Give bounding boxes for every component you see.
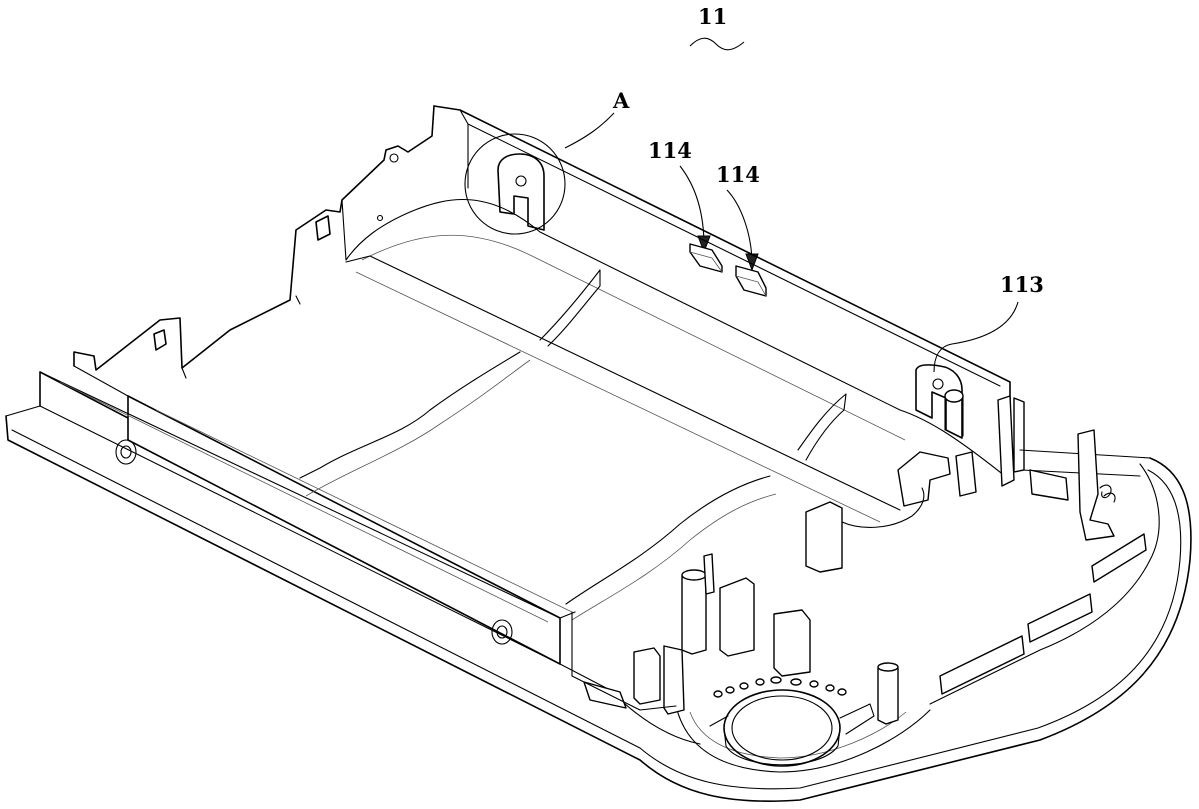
- corner-small-posts: [955, 451, 977, 497]
- far-wall-ledge: [361, 234, 906, 441]
- left-rear-wall-lower: [73, 199, 411, 397]
- left-rear-wall-hole: [389, 153, 399, 163]
- left-side-wall: [39, 371, 561, 665]
- front-rim: [675, 705, 931, 773]
- label-clip-114-right: 114: [716, 162, 760, 187]
- front-left-edge: [571, 611, 677, 711]
- divider-curve: [841, 487, 925, 528]
- left-wall-inner: [59, 381, 549, 623]
- screw-hole-left: [115, 439, 137, 465]
- screw-hole-right: [491, 619, 513, 645]
- round-opening: [723, 689, 841, 767]
- floor-rib-4b: [571, 493, 777, 621]
- post-left-tall-top: [681, 569, 707, 581]
- clip-114-left-arrowhead: [697, 235, 711, 254]
- front-block-2: [773, 609, 811, 677]
- detail-a-leader: [564, 112, 615, 149]
- front-left-clip: [633, 647, 661, 705]
- far-wall-inner-top: [459, 109, 1001, 387]
- front-block-1: [719, 577, 755, 657]
- hinge-tab-a: [497, 153, 545, 231]
- grip-block-2: [1027, 593, 1093, 643]
- post-left-tall: [681, 571, 707, 655]
- far-wall: [433, 105, 1011, 401]
- label-part-11: 11: [698, 4, 727, 29]
- boss-113-leader: [933, 301, 1019, 373]
- clip-114-right: [735, 265, 767, 297]
- grip-block-3: [939, 635, 1025, 695]
- housing-base-outer: [5, 415, 1192, 802]
- right-rail-block-1: [1029, 469, 1069, 501]
- left-rear-wall-pin: [376, 214, 384, 222]
- right-rim-inner: [929, 463, 1160, 705]
- clip-114-left-leader: [679, 165, 705, 247]
- floor-rib-1: [345, 255, 901, 511]
- floor-rib-2b: [305, 359, 531, 497]
- housing-base-inner-edge: [11, 429, 1182, 790]
- floor-rib-2: [299, 351, 521, 479]
- front-left-block: [663, 645, 685, 715]
- right-spring: [1099, 484, 1116, 503]
- floor-rib-3: [539, 269, 601, 347]
- grip-block-1: [1091, 533, 1147, 583]
- housing-base-top-edge: [5, 405, 701, 745]
- right-latch: [1077, 429, 1115, 541]
- floor-rib-4: [565, 475, 771, 605]
- pin-ring: [713, 676, 847, 698]
- left-rear-wall-notch-2: [315, 215, 331, 241]
- floor-rib-5: [797, 393, 847, 461]
- post-pin-small: [703, 553, 715, 595]
- detail-a-circle: [464, 133, 566, 235]
- part-11-tilde-leader: [689, 37, 745, 51]
- floor-rib-1b: [355, 271, 881, 523]
- housing-11: [5, 105, 1192, 802]
- floor-step-line: [155, 409, 573, 613]
- boss-113: [915, 364, 964, 439]
- left-wall-top: [39, 371, 576, 619]
- front-rim-inner: [689, 711, 907, 759]
- round-opening-collar: [709, 703, 875, 735]
- divider-post: [805, 501, 843, 573]
- post-right-top: [877, 662, 899, 672]
- far-wall-base: [409, 199, 1011, 481]
- left-rear-wall: [73, 105, 435, 371]
- rib-posts-right: [997, 395, 1025, 487]
- front-left-slot: [583, 681, 627, 709]
- clip-114-left-shade: [689, 251, 723, 273]
- corner-bracket: [897, 451, 951, 507]
- left-rear-wall-notch-1: [153, 329, 167, 351]
- label-boss-113: 113: [1000, 272, 1044, 297]
- post-right: [877, 663, 899, 725]
- clip-114-left: [689, 243, 723, 273]
- clip-114-right-shade: [735, 275, 767, 297]
- label-clip-114-left: 114: [648, 138, 692, 163]
- label-detail-a: A: [612, 88, 630, 113]
